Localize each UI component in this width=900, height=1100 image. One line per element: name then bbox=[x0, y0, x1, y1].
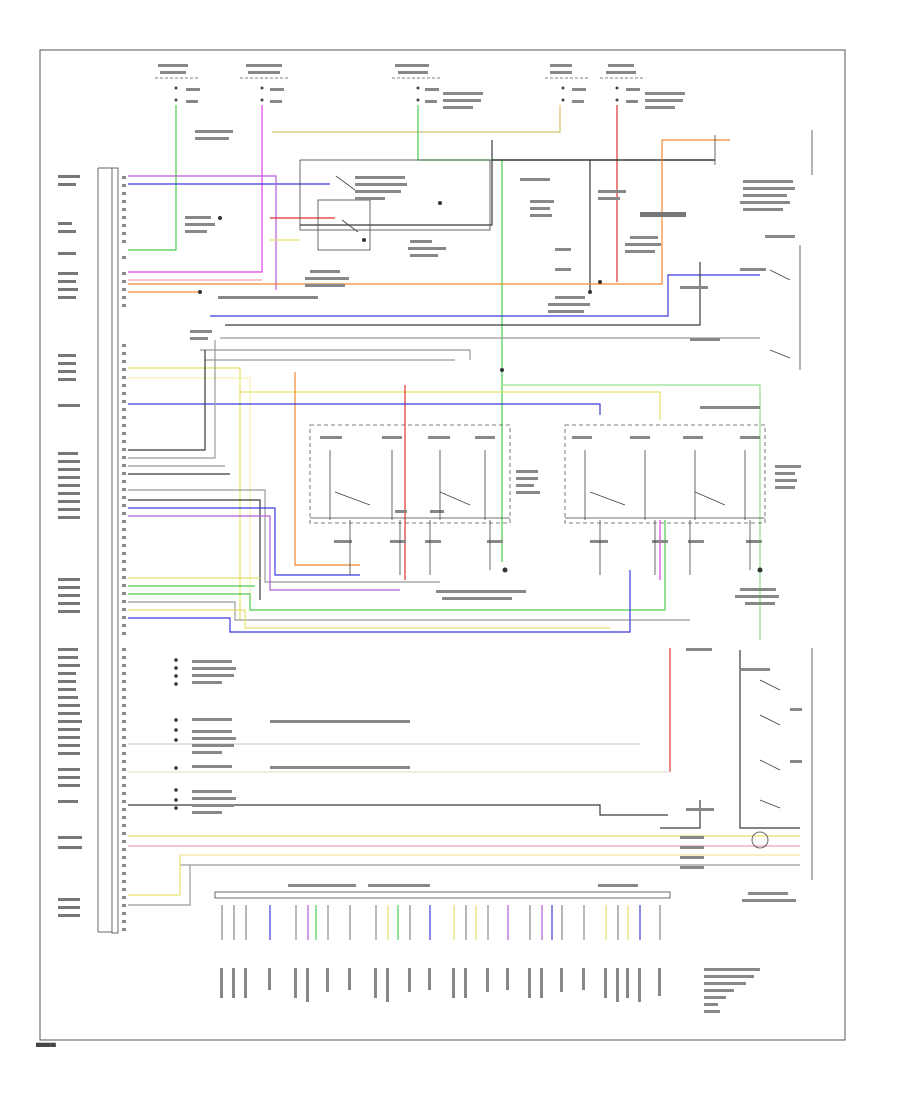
wires bbox=[128, 105, 800, 906]
switch-block-right bbox=[564, 424, 801, 605]
splice-points bbox=[174, 201, 763, 810]
bottom-pin-labels bbox=[220, 968, 760, 1013]
right-switch-upper bbox=[640, 130, 813, 409]
upper-relay-labels bbox=[185, 130, 661, 340]
top-fuse-block bbox=[155, 64, 685, 109]
page-footer-code: ▀▀▀▀ bbox=[36, 1044, 56, 1051]
pin-wire-codes bbox=[122, 176, 126, 931]
lower-switch-labels bbox=[192, 660, 410, 814]
diagram-border bbox=[39, 49, 846, 1041]
bottom-connector bbox=[214, 884, 760, 1013]
bottom-pin-wires bbox=[221, 905, 661, 940]
mirror-switch bbox=[680, 648, 813, 902]
module-pin-labels bbox=[58, 175, 82, 917]
upper-relays bbox=[299, 159, 491, 251]
switch-block-left bbox=[309, 424, 540, 600]
control-module-connector bbox=[97, 167, 119, 934]
